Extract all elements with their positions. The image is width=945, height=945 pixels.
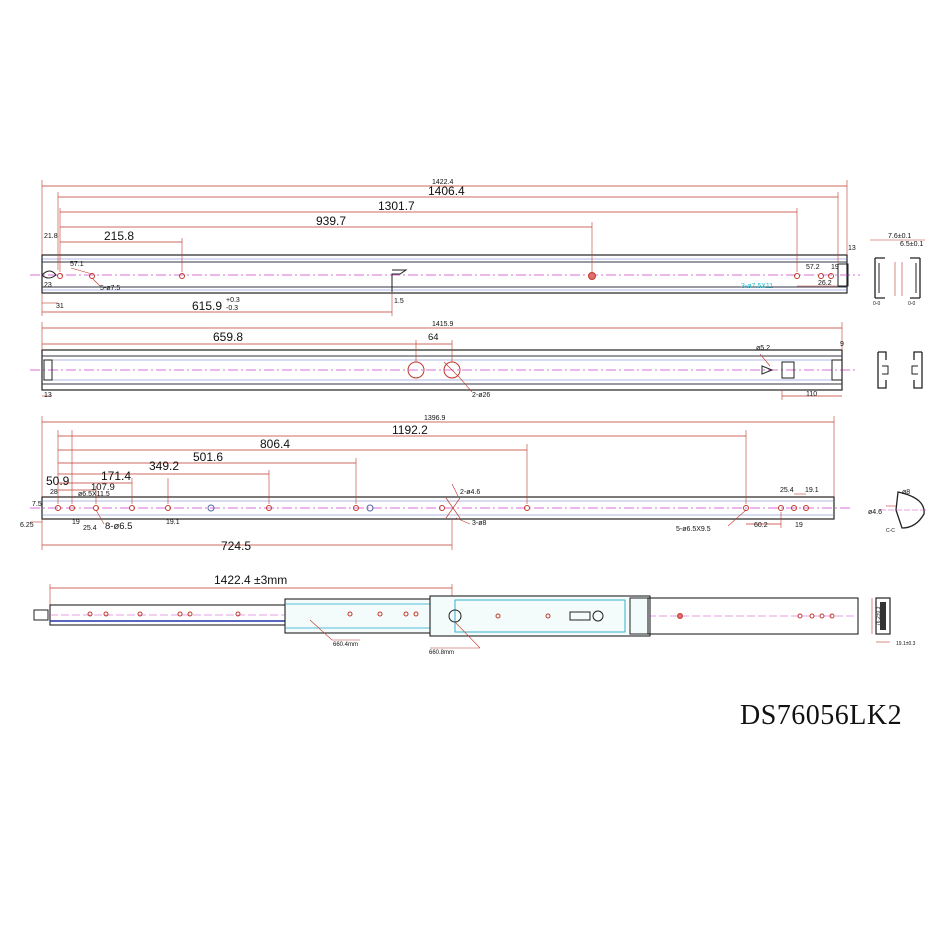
view-3-inner-rail: [30, 416, 850, 550]
v1-d18: 1.5: [394, 298, 404, 305]
v1-d7: 5-ø7.5: [100, 285, 120, 292]
view-1-cross-section: 0-0 0-0: [870, 239, 925, 307]
v1-d9: 31: [56, 303, 64, 310]
svg-text:0-0: 0-0: [908, 301, 915, 307]
v3-d11: ø6.5X11.5: [78, 491, 110, 498]
model-number: DS76056LK2: [740, 700, 903, 731]
v3-overall: 1396.9: [424, 415, 446, 422]
v1-d16: 6.5±0.1: [900, 241, 923, 248]
v3-d1: 1192.2: [392, 423, 428, 437]
v3-d4: 349.2: [149, 459, 179, 473]
view-4-assembly: [33, 584, 859, 649]
v3-d21: 5-ø6.5X9.5: [676, 526, 711, 533]
v3-d22: 60.2: [754, 522, 768, 529]
v1-d12: 19: [831, 264, 839, 271]
svg-text:C-C: C-C: [886, 528, 895, 534]
v1-d11: 57.2: [806, 264, 820, 271]
v2-d4: 2-ø26: [472, 392, 490, 399]
v3-d9: 7.5: [32, 501, 42, 508]
v1-d15: 7.6±0.1: [888, 233, 911, 240]
v3-d6: 107.9: [91, 482, 115, 493]
v2-d5: 110: [806, 391, 817, 398]
v4-overall: 1422.4 ±3mm: [214, 573, 287, 587]
v1-d10: 615.9: [192, 299, 222, 313]
v3-d12: 19: [72, 519, 80, 526]
v4-d1: 660.4mm: [333, 642, 358, 648]
v1-d17: 13: [848, 245, 856, 252]
v3-d2: 806.4: [260, 437, 290, 451]
v1-d14: 3-ø7.5X11: [741, 283, 773, 290]
v3-d3: 501.6: [193, 450, 223, 464]
v3-d17: 2-ø4.6: [460, 489, 480, 496]
view-4-end-section: [871, 597, 891, 643]
v3-d19: 25.4: [780, 487, 794, 494]
v2-d2: 64: [428, 332, 439, 343]
v1-d2: 1301.7: [378, 199, 415, 213]
v2-d3: ø5.2: [756, 345, 770, 352]
view-2-cross-section: [877, 351, 923, 389]
v3-d23: 19: [795, 522, 803, 529]
v1-overall: 1422.4: [432, 179, 454, 186]
v1-d4: 215.8: [104, 229, 134, 243]
v3-d5: 171.4: [101, 469, 131, 483]
v2-overall: 1415.9: [432, 321, 454, 328]
v3-d14: 8-ø6.5: [105, 521, 132, 532]
v3-d18: 3-ø8: [472, 520, 487, 527]
v3-d16: 724.5: [221, 539, 251, 553]
v1-d8: 23: [44, 282, 52, 289]
view-3-cross-section: C-C: [880, 491, 928, 534]
view-2-mid-rail: [30, 322, 855, 400]
view-1-top-rail: [30, 180, 860, 316]
v1-d5: 21.8: [44, 233, 58, 240]
v4-d4: 19.1±0.3: [896, 641, 916, 647]
v3-d7: 50.9: [46, 474, 70, 488]
v2-d1: 659.8: [213, 330, 243, 344]
v1-d3: 939.7: [316, 214, 346, 228]
v2-d6: 9: [840, 341, 844, 348]
svg-text:0-0: 0-0: [873, 301, 880, 307]
v1-tol1: +0.3: [226, 297, 240, 304]
v1-d1: 1406.4: [428, 184, 465, 198]
v1-d13: 26.2: [818, 280, 832, 287]
v3-d15: 19.1: [166, 519, 180, 526]
v4-d3: 76.2±0.3: [876, 606, 882, 626]
v3-d20: 19.1: [805, 487, 819, 494]
v3-d8: 28: [50, 489, 58, 496]
v4-d2: 660.8mm: [429, 650, 454, 656]
v1-d6: 57.1: [70, 261, 84, 268]
v3-d13: 25.4: [83, 525, 97, 532]
v3-d25: ø8: [902, 489, 910, 496]
v3-d10: 6.25: [20, 522, 34, 529]
v2-d7: 13: [44, 392, 52, 399]
v3-d24: ø4.6: [868, 509, 882, 516]
v1-tol2: -0.3: [226, 305, 238, 312]
